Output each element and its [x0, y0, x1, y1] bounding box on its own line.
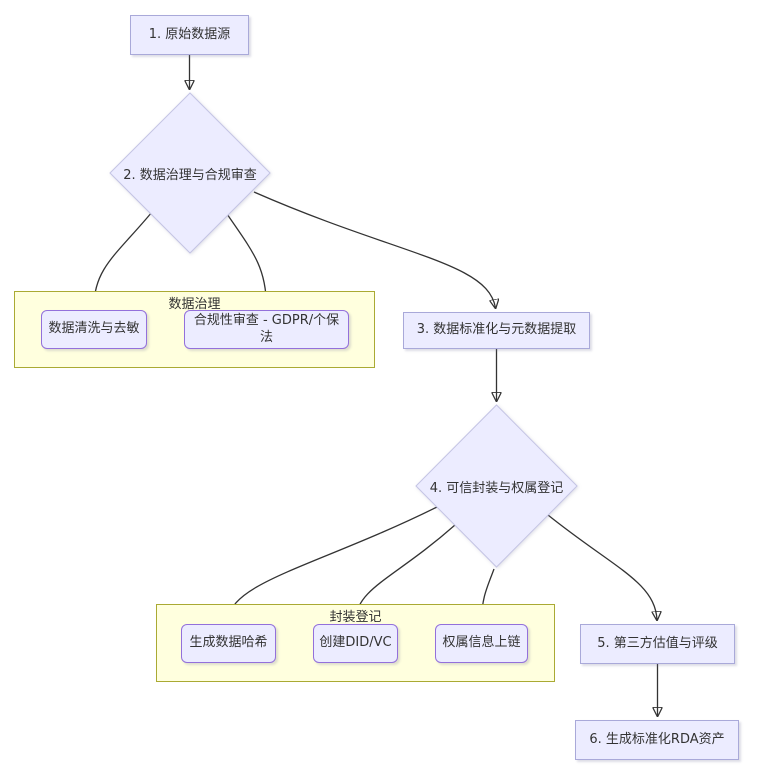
node-compliance-audit: 合规性审查 - GDPR/个保法 — [184, 310, 349, 349]
edge-4-to-5 — [547, 514, 657, 620]
node-trusted-packaging-rights-label: 4. 可信封装与权属登记 — [429, 480, 564, 496]
node-governance-compliance-review: 2. 数据治理与合规审查 — [109, 92, 271, 254]
node-rights-on-chain: 权属信息上链 — [435, 624, 528, 663]
node-data-cleaning: 数据清洗与去敏 — [41, 310, 147, 349]
diamond-shape — [415, 404, 578, 568]
node-standardization-metadata: 3. 数据标准化与元数据提取 — [403, 312, 590, 349]
node-create-did-vc: 创建DID/VC — [313, 624, 398, 663]
node-trusted-packaging-rights: 4. 可信封装与权属登记 — [415, 404, 578, 568]
node-raw-data-source: 1. 原始数据源 — [130, 15, 249, 55]
node-standardized-rda-asset: 6. 生成标准化RDA资产 — [575, 720, 739, 760]
subgraph-data-governance-label: 数据治理 — [168, 297, 221, 312]
edge-2-to-3 — [253, 191, 496, 308]
node-governance-compliance-review-label: 2. 数据治理与合规审查 — [123, 167, 257, 183]
node-third-party-valuation: 5. 第三方估值与评级 — [580, 624, 735, 664]
diamond-shape — [109, 92, 271, 254]
subgraph-packaging-registration-label: 封装登记 — [329, 610, 382, 625]
node-generate-data-hash: 生成数据哈希 — [181, 624, 276, 663]
